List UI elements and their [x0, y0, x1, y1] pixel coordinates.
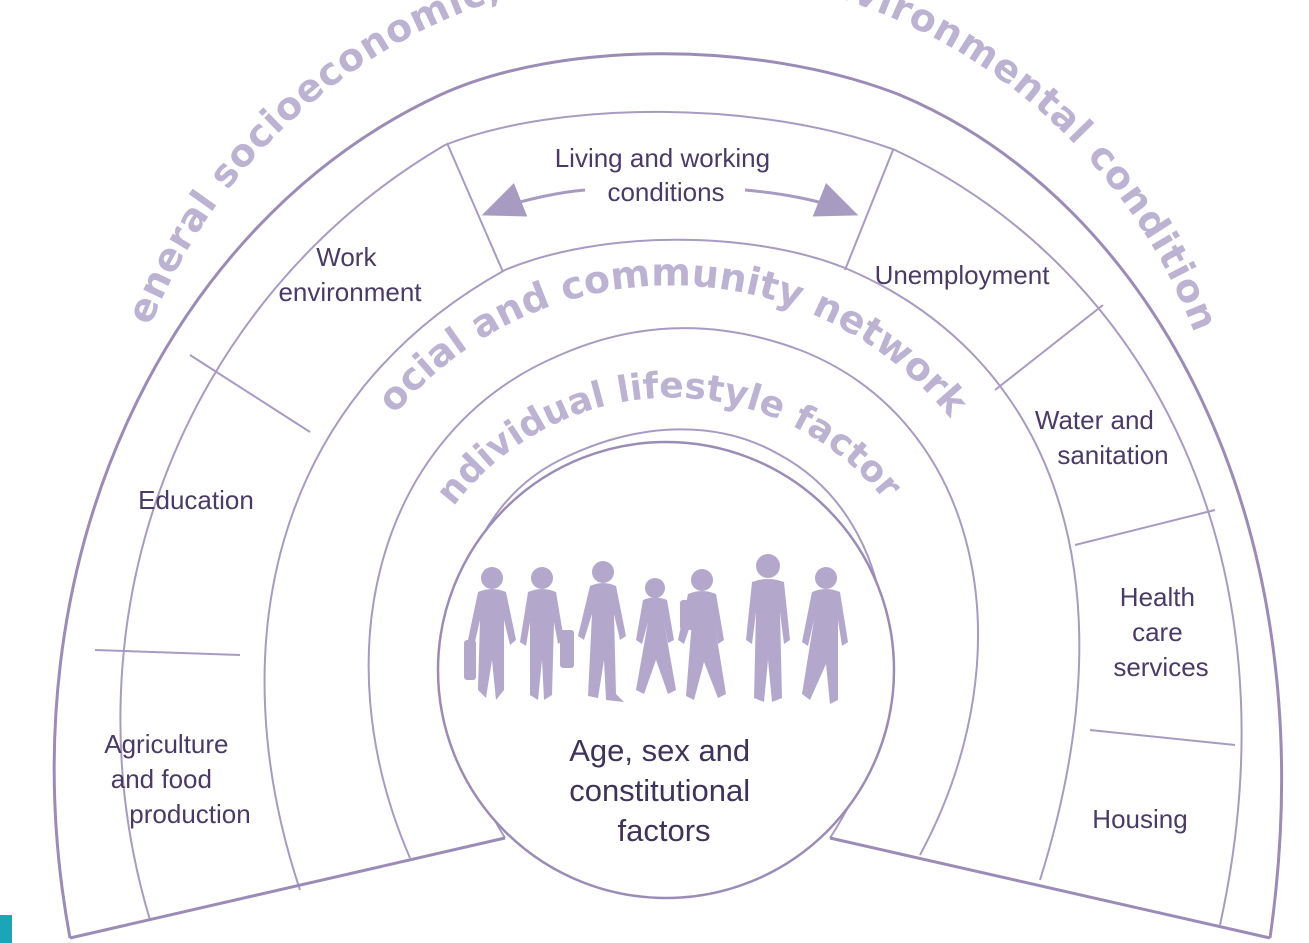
work-environment-label: Work environment	[278, 242, 422, 307]
divider-line	[189, 354, 311, 433]
living-working-label: Living and working conditions	[555, 143, 778, 207]
agriculture-label: Agriculture and food production	[104, 729, 250, 829]
double-arrow-icon	[744, 183, 859, 217]
education-label: Education	[138, 485, 254, 515]
health-care-label: Health care services	[1113, 582, 1208, 682]
water-sanitation-label: Water and sanitation	[1035, 405, 1169, 470]
divider-line	[94, 649, 241, 656]
general-band-inner-edge	[119, 110, 1243, 926]
divider-line	[446, 142, 504, 273]
divider-line	[844, 149, 894, 271]
people-silhouettes-icon	[464, 554, 848, 704]
housing-label: Housing	[1092, 804, 1187, 834]
social-networks-title: Social and community networks	[0, 0, 977, 425]
divider-line	[1074, 509, 1216, 546]
core-factors-label: Age, sex and constitutional factors	[569, 733, 759, 848]
double-arrow-icon	[481, 183, 586, 217]
individual-lifestyle-title: Individual lifestyle factors	[0, 0, 909, 513]
base-right	[829, 836, 1271, 940]
divider-line	[1089, 729, 1236, 746]
outer-ring-edge	[52, 52, 1284, 939]
corner-tab	[0, 915, 12, 943]
social-band-inner-edge	[367, 327, 979, 859]
divider-line	[994, 304, 1104, 391]
unemployment-label: Unemployment	[875, 260, 1051, 290]
social-band-outer-edge	[263, 238, 1081, 891]
base-left	[69, 836, 506, 940]
